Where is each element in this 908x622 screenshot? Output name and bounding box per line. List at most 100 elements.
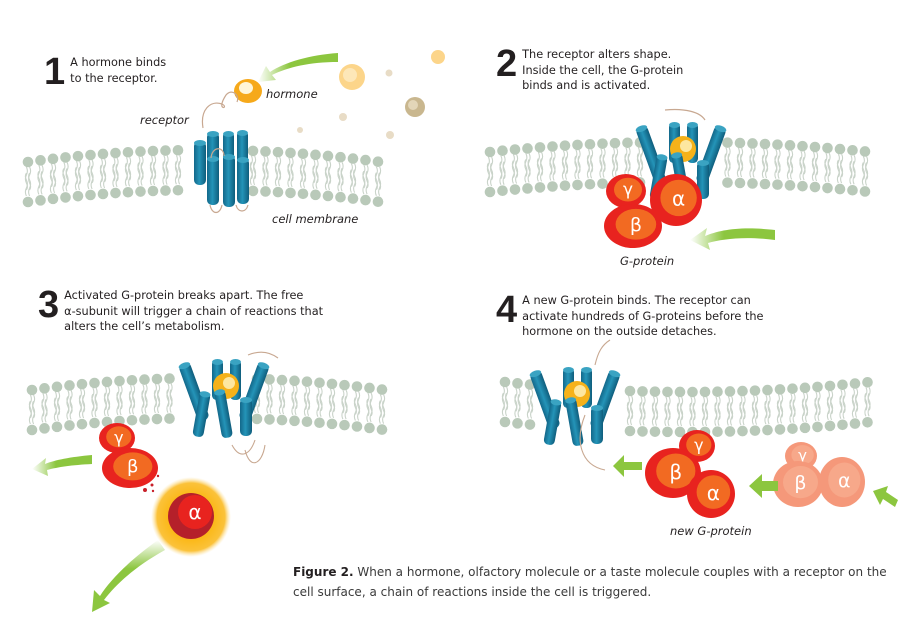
lipid-tail <box>651 402 655 426</box>
lipid-bilayer <box>22 144 384 208</box>
lipid-tail <box>57 397 61 422</box>
lipid-head <box>609 137 621 149</box>
lipid-head <box>624 425 636 437</box>
lipid-head <box>372 156 384 168</box>
lipid-head <box>364 382 375 394</box>
beta-subunit: β <box>773 461 823 507</box>
step-2-line: binds and is activated. <box>522 79 651 92</box>
lipid-head <box>251 413 263 425</box>
beta-subunit-symbol: β <box>630 214 642 236</box>
lipid-tail <box>269 390 273 414</box>
lipid-head <box>85 189 96 201</box>
lipid-tail <box>307 392 311 416</box>
lipid-head <box>47 153 59 165</box>
receptor-tail <box>247 351 279 359</box>
lipid-tail <box>799 156 803 181</box>
helix <box>565 397 584 446</box>
step-2-description: The receptor alters shape. Inside the ce… <box>522 47 683 94</box>
helix-cap <box>230 359 241 365</box>
receptor-loop <box>210 148 225 159</box>
lipid-head <box>147 145 159 157</box>
lipid-tail <box>357 397 361 421</box>
lipid-tail <box>124 162 128 187</box>
alpha-subunit: α <box>819 457 865 507</box>
lipid-tail <box>751 401 755 425</box>
lipid-tail <box>53 169 57 194</box>
lipid-tail <box>864 392 868 417</box>
step-number-3: 3 <box>38 284 59 326</box>
lipid-head <box>724 426 736 437</box>
helix-cap <box>257 362 270 370</box>
lipid-tail <box>655 402 659 426</box>
helix-body <box>240 398 252 436</box>
alpha-subunit-symbol: α <box>672 187 685 211</box>
lipid-bilayer <box>499 376 873 438</box>
lipid-tail <box>780 400 784 424</box>
lipid-tail <box>515 160 519 184</box>
lipid-tail <box>514 394 518 418</box>
alpha-subunit-inner <box>828 462 861 498</box>
step-1-line: A hormone binds <box>70 56 167 69</box>
lipid-tail <box>378 400 382 424</box>
lipid-head <box>747 138 758 149</box>
lipid-tail <box>830 396 834 421</box>
lipid-head <box>849 418 861 429</box>
helix-cap <box>608 370 621 378</box>
lipid-head <box>51 381 63 393</box>
lipid-head <box>822 142 833 154</box>
lipid-tail <box>836 159 840 184</box>
lipid-tail <box>501 392 505 417</box>
lipid-head <box>276 414 288 426</box>
lipid-head <box>572 179 583 191</box>
lipid-tail <box>664 402 668 427</box>
lipid-tail <box>590 154 594 179</box>
lipid-head <box>322 190 334 202</box>
lipid-head <box>784 140 796 151</box>
lipid-tail <box>319 393 323 417</box>
beta-subunit: β <box>604 204 662 248</box>
lipid-head <box>809 141 821 153</box>
helix-cap <box>581 367 592 373</box>
lipid-tail <box>549 157 553 181</box>
lipid-tail <box>765 154 769 179</box>
figure-caption: Figure 2. When a hormone, olfactory mole… <box>293 562 893 602</box>
lipid-tail <box>499 161 503 185</box>
lipid-tail <box>730 402 734 426</box>
lipid-head <box>335 191 346 203</box>
lipid-head <box>314 377 325 389</box>
lipid-head <box>47 193 59 205</box>
lipid-tail <box>349 169 353 193</box>
new-g-protein: γβα <box>645 430 735 518</box>
lipid-head <box>799 382 811 394</box>
lipid-head <box>285 147 296 159</box>
lipid-tail <box>742 401 746 426</box>
gamma-subunit-symbol: γ <box>798 446 807 464</box>
helix-cap <box>212 359 223 365</box>
lipid-head <box>151 413 163 425</box>
lipid-head <box>847 144 858 156</box>
lipid-tail <box>842 395 846 420</box>
lipid-head <box>637 426 648 437</box>
lipid-head <box>797 180 808 192</box>
lipid-tail <box>749 154 753 178</box>
lipid-tail <box>517 394 521 418</box>
lipid-head <box>762 384 773 396</box>
alpha-symbol: α <box>188 500 201 524</box>
lipid-head <box>484 186 496 198</box>
hormone-molecule <box>234 79 262 103</box>
alpha-subunit-inner <box>660 179 697 217</box>
lipid-tail <box>340 167 344 192</box>
lipid-head <box>699 386 711 398</box>
lipid-head <box>89 417 100 429</box>
lipid-tail <box>855 394 859 418</box>
lipid-head <box>522 143 533 154</box>
lipid-head <box>301 376 313 388</box>
lipid-tail <box>861 162 865 186</box>
lipid-tail <box>28 172 32 197</box>
lipid-tail <box>374 172 378 196</box>
lipid-tail <box>740 153 744 178</box>
lipid-tail <box>128 390 132 415</box>
lipid-head <box>534 182 546 193</box>
lipid-head <box>347 193 359 204</box>
lipid-tail <box>627 153 631 178</box>
